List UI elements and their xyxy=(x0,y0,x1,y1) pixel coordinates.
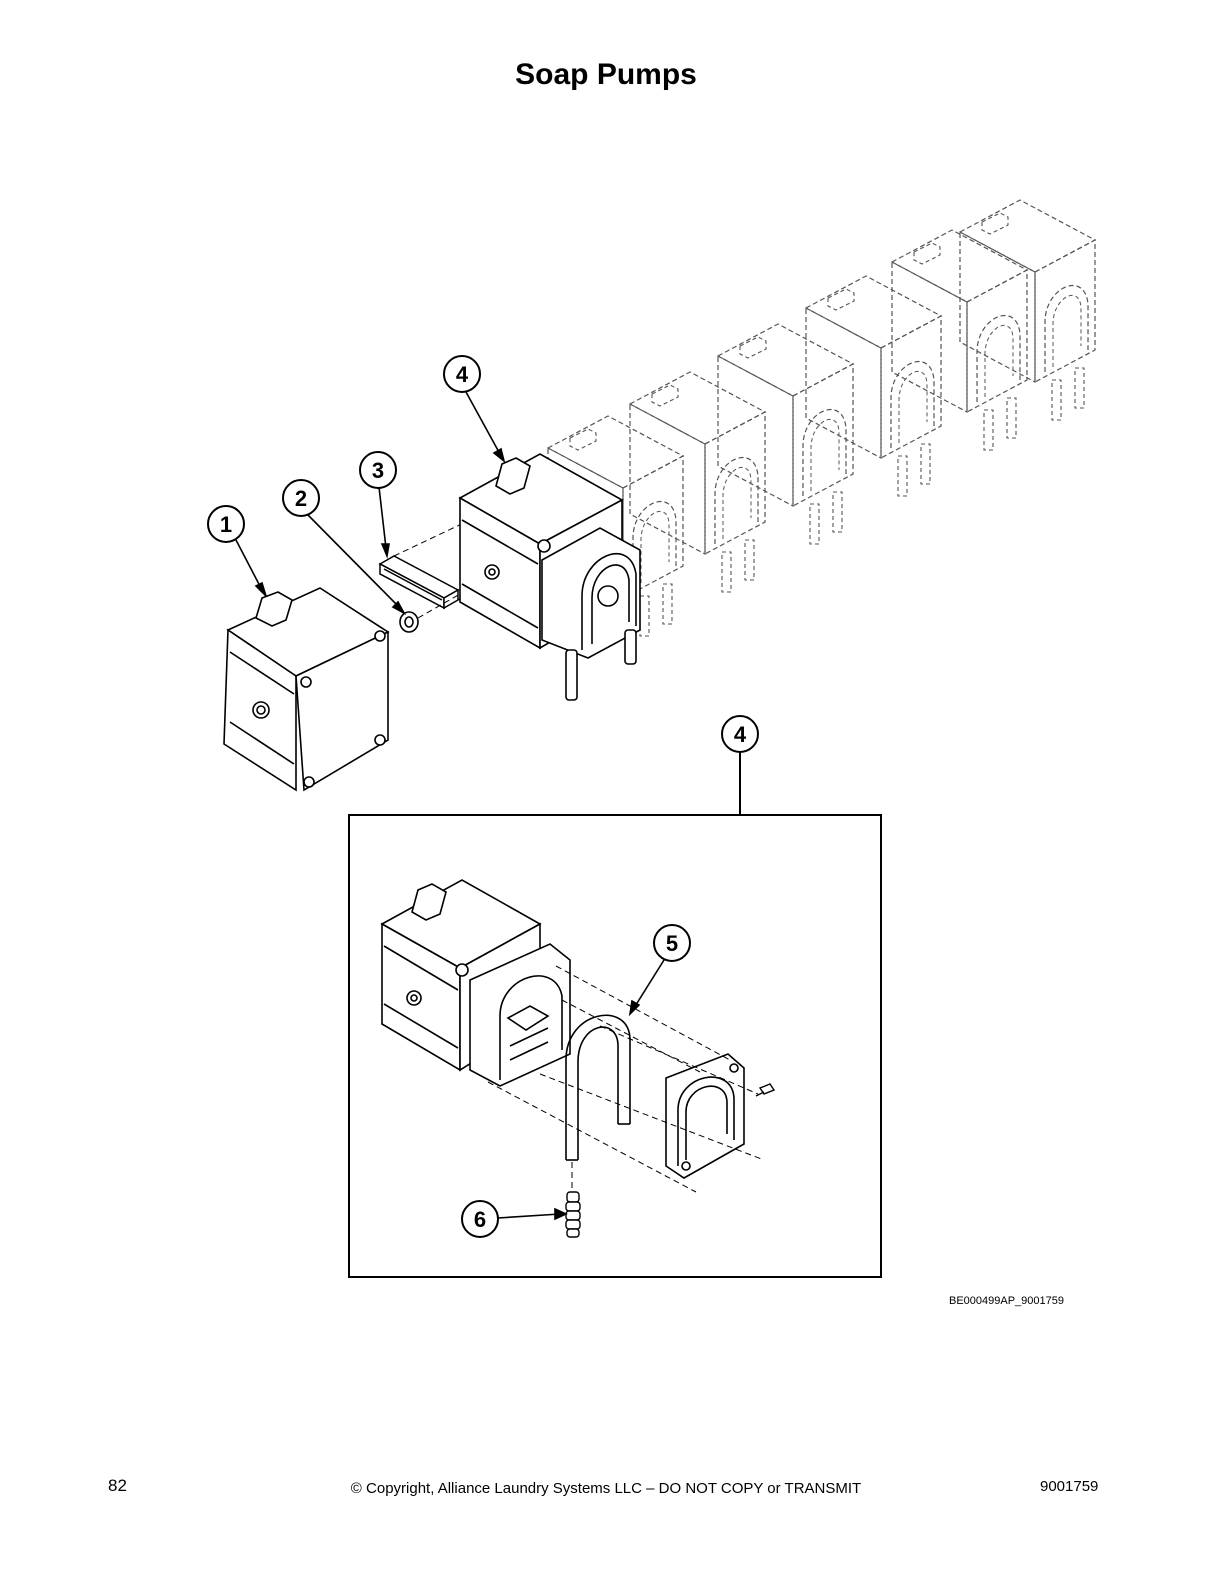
svg-text:4: 4 xyxy=(456,362,469,387)
copyright-notice: © Copyright, Alliance Laundry Systems LL… xyxy=(350,1480,862,1497)
callout-2: 2 xyxy=(282,479,320,517)
detail-box xyxy=(348,814,882,1278)
page-number: 82 xyxy=(108,1476,127,1495)
document-number: 9001759 xyxy=(1040,1478,1099,1495)
callout-5: 5 xyxy=(653,924,691,962)
svg-text:5: 5 xyxy=(666,931,678,956)
svg-text:6: 6 xyxy=(474,1207,486,1232)
part-3-mounting-rail xyxy=(378,555,460,610)
part-6-tube-fitting xyxy=(565,1191,581,1238)
svg-text:2: 2 xyxy=(295,486,307,511)
part-4-pump-assembly xyxy=(458,453,641,701)
part-2-retaining-ring xyxy=(399,611,419,633)
part-1-pump-cover xyxy=(223,587,390,792)
callout-4-detail: 4 xyxy=(721,715,759,753)
page-title: Soap Pumps xyxy=(515,58,697,91)
callout-1: 1 xyxy=(207,505,245,543)
callout-6: 6 xyxy=(461,1200,499,1238)
callout-4-top: 4 xyxy=(443,355,481,393)
leader-lines xyxy=(235,391,665,1221)
detail-pump-body xyxy=(380,879,571,1087)
part-5-pump-tube xyxy=(565,1014,631,1161)
svg-text:4: 4 xyxy=(734,722,747,747)
figure-reference-code: BE000499AP_9001759 xyxy=(949,1295,1064,1307)
detail-screw xyxy=(755,1083,776,1097)
detail-cover-plate xyxy=(665,1053,745,1179)
callout-3: 3 xyxy=(359,451,397,489)
alignment-lines-detail xyxy=(487,965,765,1194)
svg-text:3: 3 xyxy=(372,458,384,483)
svg-text:1: 1 xyxy=(220,512,232,537)
